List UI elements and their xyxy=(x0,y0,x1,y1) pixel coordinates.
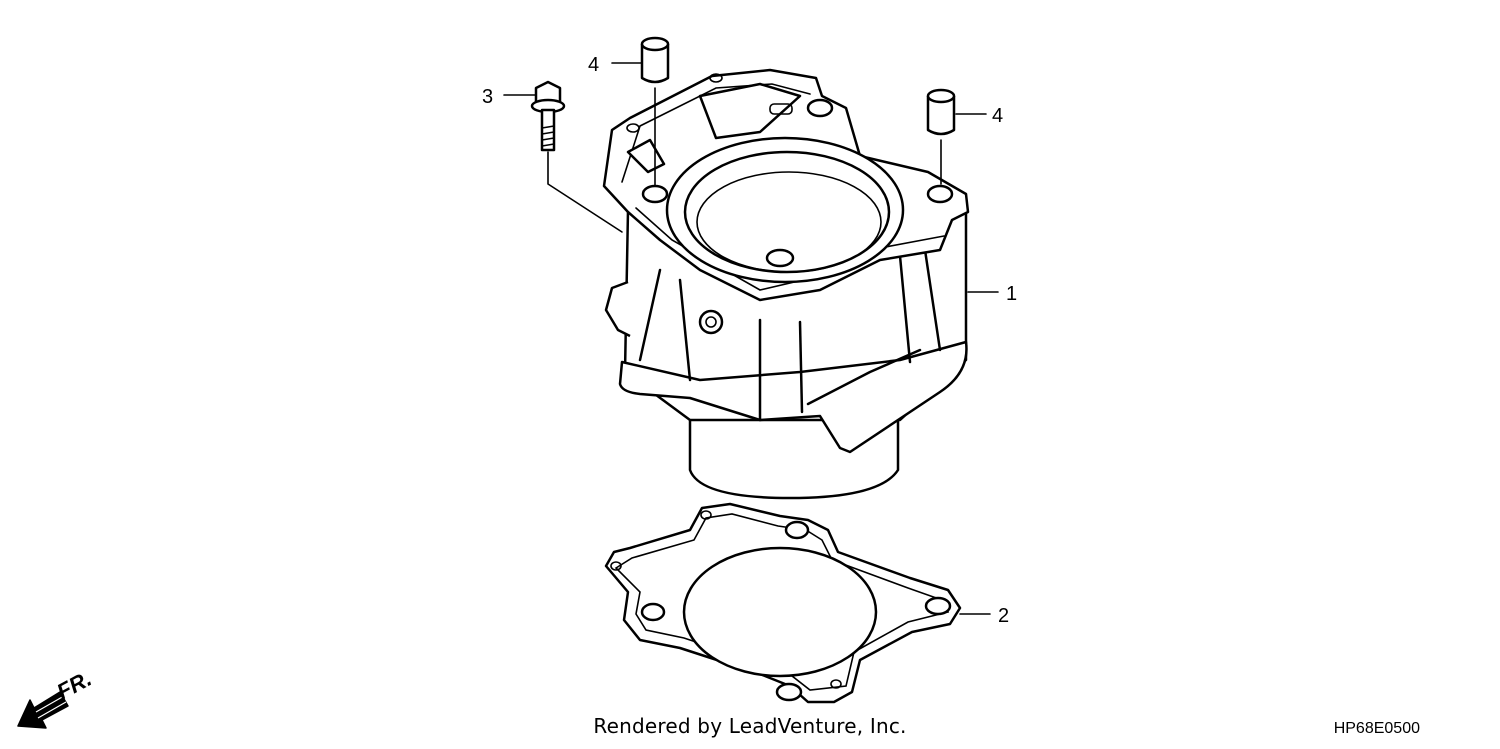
diagram-code: HP68E0500 xyxy=(1333,720,1420,737)
callout-4-right: 4 xyxy=(992,105,1003,127)
callout-3: 3 xyxy=(482,86,493,108)
front-direction-arrow-icon xyxy=(17,691,69,729)
callout-2: 2 xyxy=(998,605,1009,627)
dowel-pin-right-part[interactable] xyxy=(926,88,956,136)
leader-lines xyxy=(503,62,999,615)
dowel-pin-left-part[interactable] xyxy=(640,36,670,84)
callout-4-left: 4 xyxy=(588,54,599,76)
cylinder-part[interactable] xyxy=(602,68,970,500)
flange-bolt-part[interactable] xyxy=(530,80,566,152)
footer-credit: Rendered by LeadVenture, Inc. xyxy=(593,714,907,738)
callout-1: 1 xyxy=(1006,283,1017,305)
cylinder-base-gasket-part[interactable] xyxy=(604,502,962,704)
